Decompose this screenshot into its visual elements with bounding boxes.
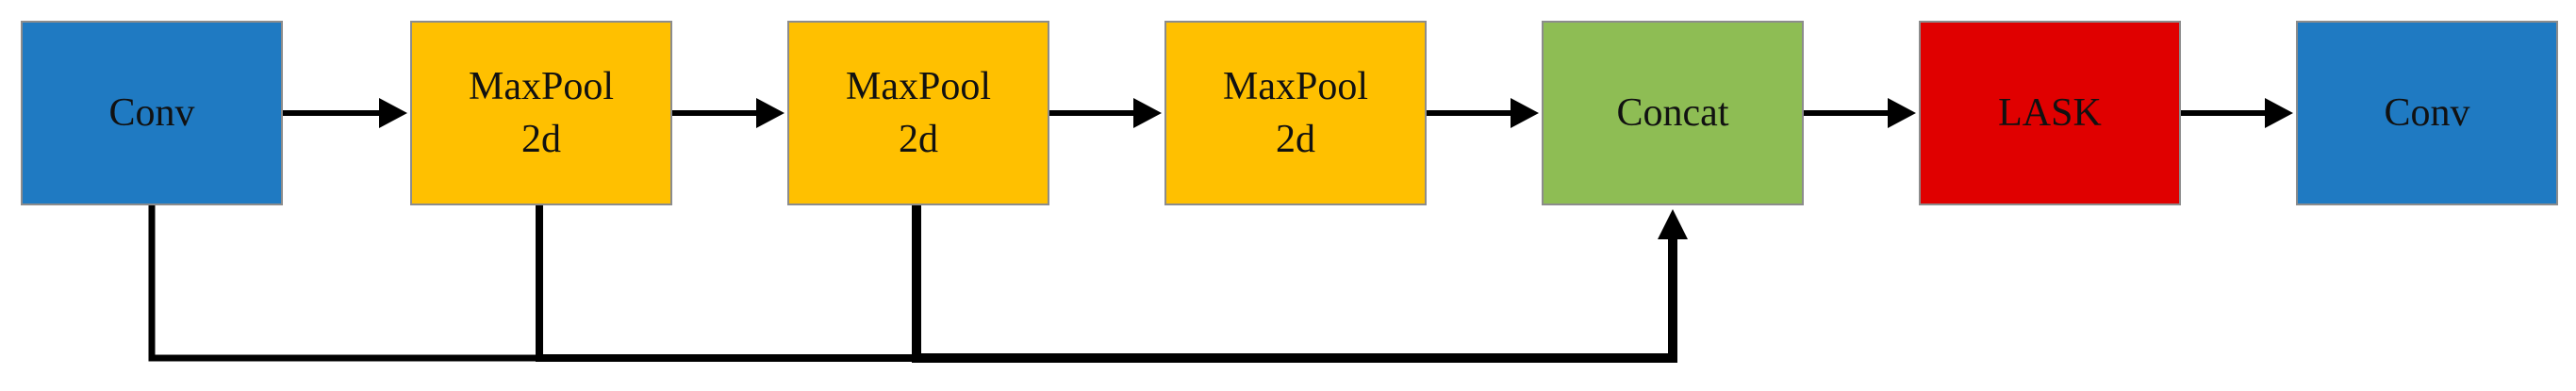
skip-from-maxpool1 bbox=[536, 205, 916, 362]
skip-from-maxpool2 bbox=[912, 205, 1688, 363]
arrowhead-into-concat bbox=[1658, 209, 1688, 239]
block-label: MaxPool 2d bbox=[468, 65, 614, 161]
arrow-maxpool1-to-maxpool2 bbox=[672, 98, 784, 128]
block-label: MaxPool 2d bbox=[1222, 65, 1368, 161]
block-label: MaxPool 2d bbox=[845, 65, 991, 161]
skip-connections bbox=[148, 205, 1688, 363]
maxpool2d-block-1: MaxPool 2d bbox=[410, 21, 672, 205]
arrow-maxpool2-to-maxpool3 bbox=[1049, 98, 1162, 128]
block-label: Conv bbox=[2384, 91, 2470, 135]
block-label: Conv bbox=[108, 91, 195, 135]
maxpool2d-block-2: MaxPool 2d bbox=[787, 21, 1049, 205]
block-label: LASK bbox=[1998, 91, 2102, 135]
block-label: Concat bbox=[1616, 91, 1729, 135]
lask-block: LASK bbox=[1919, 21, 2181, 205]
arrow-lask-to-conv bbox=[2181, 98, 2293, 128]
conv-block-output: Conv bbox=[2296, 21, 2558, 205]
concat-block: Concat bbox=[1542, 21, 1804, 205]
arrow-maxpool3-to-concat bbox=[1427, 98, 1539, 128]
forward-arrows bbox=[283, 98, 2293, 128]
skip-from-conv bbox=[148, 205, 539, 362]
arrow-conv-to-maxpool1 bbox=[283, 98, 407, 128]
conv-block-input: Conv bbox=[21, 21, 283, 205]
maxpool2d-block-3: MaxPool 2d bbox=[1164, 21, 1427, 205]
arrow-concat-to-lask bbox=[1804, 98, 1916, 128]
